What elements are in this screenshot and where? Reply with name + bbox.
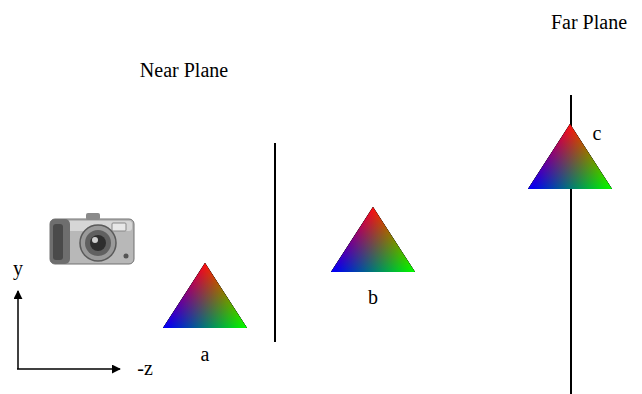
color-triangle bbox=[528, 124, 612, 189]
plane-label: Near Plane bbox=[140, 60, 228, 80]
near-plane-line bbox=[274, 143, 276, 342]
camera-icon bbox=[50, 213, 134, 264]
axis-label: y bbox=[13, 258, 23, 278]
axis-label: -z bbox=[137, 358, 153, 378]
color-triangle bbox=[331, 207, 415, 272]
plane-label: Far Plane bbox=[551, 12, 627, 32]
z-axis-arrow bbox=[17, 368, 120, 370]
color-triangle bbox=[163, 263, 247, 328]
object-label: b bbox=[368, 287, 378, 307]
object-label: a bbox=[201, 344, 210, 364]
y-axis-arrow bbox=[17, 291, 19, 369]
object-label: c bbox=[593, 123, 602, 143]
